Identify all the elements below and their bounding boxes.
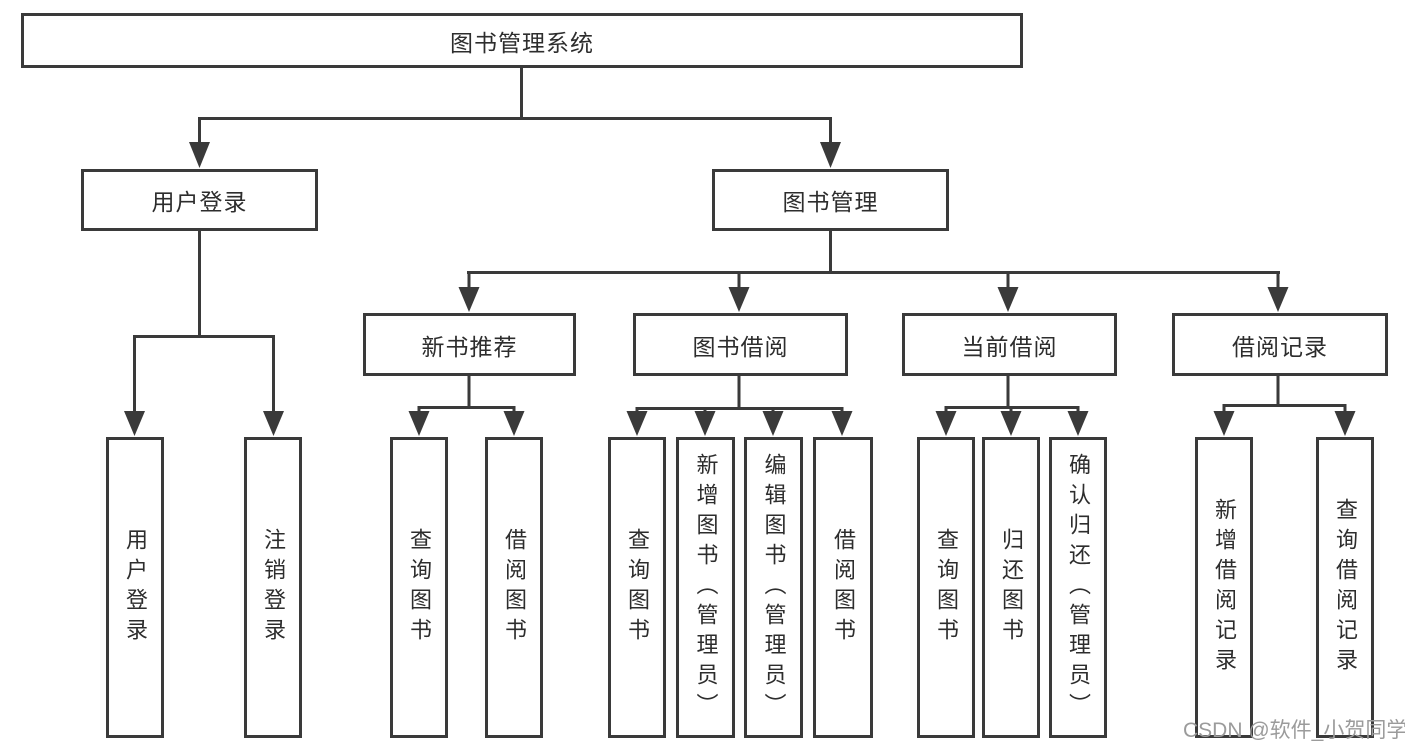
- leaf-borrowing-edit-books-admin-label: 编辑图书（管理员）: [761, 452, 787, 723]
- node-library-management-system-label: 图书管理系统: [450, 29, 594, 56]
- watermark-text: CSDN @软件_小贺同学: [1183, 719, 1405, 742]
- leaf-current-confirm-return-admin: 确认归还（管理员）: [1049, 437, 1107, 738]
- leaf-borrowing-borrow-books: 借阅图书: [813, 437, 873, 738]
- node-borrowing-records: 借阅记录: [1172, 313, 1388, 376]
- leaf-recommend-borrow-books-label: 借阅图书: [502, 527, 527, 648]
- node-library-management-system: 图书管理系统: [21, 13, 1023, 68]
- leaf-login-logout-label: 注销登录: [261, 527, 286, 648]
- node-book-borrowing: 图书借阅: [633, 313, 848, 376]
- leaf-current-confirm-return-admin-label: 确认归还（管理员）: [1066, 452, 1091, 723]
- node-user-login: 用户登录: [81, 169, 318, 231]
- leaf-records-add-borrow-record: 新增借阅记录: [1195, 437, 1253, 738]
- node-book-management: 图书管理: [712, 169, 949, 231]
- leaf-current-search-books-label: 查询图书: [934, 527, 959, 648]
- leaf-recommend-search-books-label: 查询图书: [407, 527, 432, 648]
- leaf-current-return-books: 归还图书: [982, 437, 1040, 738]
- node-new-book-recommendation: 新书推荐: [363, 313, 576, 376]
- leaf-recommend-search-books: 查询图书: [390, 437, 448, 738]
- leaf-current-search-books: 查询图书: [917, 437, 975, 738]
- leaf-borrowing-add-books-admin: 新增图书（管理员）: [676, 437, 735, 738]
- leaf-login-user-login-label: 用户登录: [123, 527, 148, 648]
- node-book-borrowing-label: 图书借阅: [692, 333, 789, 360]
- leaf-borrowing-borrow-books-label: 借阅图书: [831, 527, 856, 648]
- leaf-login-user-login: 用户登录: [106, 437, 164, 738]
- leaf-borrowing-edit-books-admin: 编辑图书（管理员）: [744, 437, 803, 738]
- node-user-login-label: 用户登录: [151, 189, 248, 215]
- leaf-borrowing-search-books: 查询图书: [608, 437, 666, 738]
- leaf-borrowing-add-books-admin-label: 新增图书（管理员）: [693, 452, 719, 723]
- node-borrowing-records-label: 借阅记录: [1232, 333, 1328, 360]
- node-book-management-label: 图书管理: [782, 189, 879, 215]
- node-new-book-recommendation-label: 新书推荐: [421, 333, 518, 360]
- node-current-borrowing-label: 当前借阅: [961, 333, 1058, 360]
- leaf-login-logout: 注销登录: [244, 437, 302, 738]
- leaf-recommend-borrow-books: 借阅图书: [485, 437, 543, 738]
- node-current-borrowing: 当前借阅: [902, 313, 1117, 376]
- leaf-borrowing-search-books-label: 查询图书: [625, 527, 650, 648]
- leaf-records-search-borrow-record: 查询借阅记录: [1316, 437, 1374, 738]
- leaf-records-add-borrow-record-label: 新增借阅记录: [1212, 497, 1237, 678]
- leaf-records-search-borrow-record-label: 查询借阅记录: [1333, 497, 1358, 678]
- leaf-current-return-books-label: 归还图书: [999, 527, 1024, 648]
